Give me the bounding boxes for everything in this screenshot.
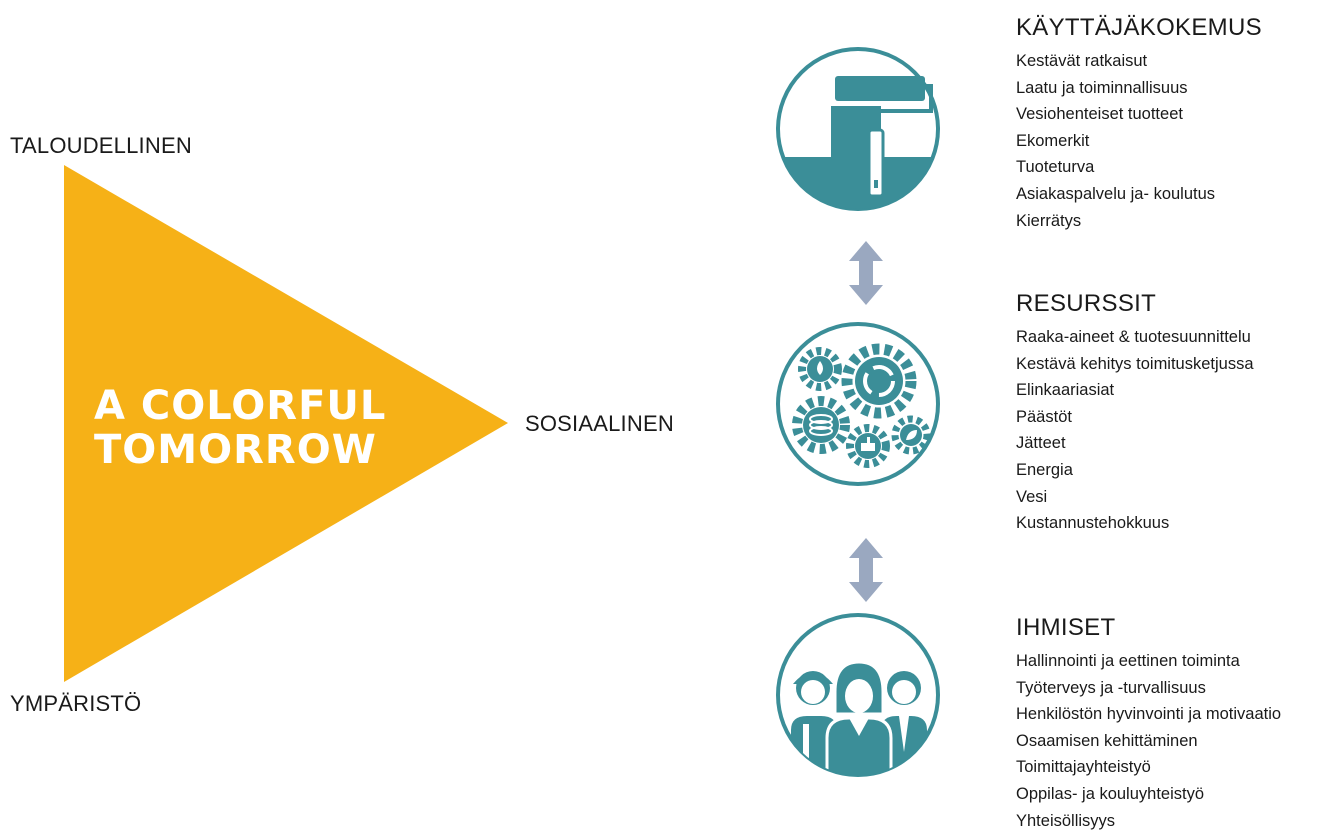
list-item: Henkilöstön hyvinvointi ja motivaatio	[1016, 705, 1282, 724]
list-item: Jätteet	[1016, 434, 1066, 453]
list-item: Elinkaariasiat	[1016, 381, 1115, 400]
list-item: Päästöt	[1016, 407, 1072, 426]
list-item: Kustannustehokkuus	[1016, 514, 1170, 533]
section-title: IHMISET	[1016, 614, 1116, 641]
sustainability-triangle	[64, 165, 508, 682]
triangle-shape	[64, 165, 508, 682]
section-title: RESURSSIT	[1016, 290, 1157, 317]
list-item: Ekomerkit	[1016, 131, 1090, 150]
list-item: Vesiohenteiset tuotteet	[1016, 105, 1183, 124]
corner-label-top: TALOUDELLINEN	[10, 133, 192, 158]
list-item: Tuoteturva	[1016, 158, 1095, 177]
section-ihmiset: IHMISET Hallinnointi ja eettinen toimint…	[1016, 614, 1281, 834]
section-kayttajakokemus: KÄYTTÄJÄKOKEMUS Kestävät ratkaisut Laatu…	[1016, 14, 1262, 234]
list-item: Yhteisöllisyys	[1016, 811, 1116, 830]
section-list: Raaka-aineet & tuotesuunnittelu Kestävä …	[1016, 324, 1254, 537]
list-item: Kierrätys	[1016, 211, 1082, 230]
slogan: A COLORFUL TOMORROW	[94, 384, 414, 472]
slogan-line-1: A COLORFUL	[94, 383, 387, 429]
double-arrow-icon	[849, 241, 883, 305]
people-icon	[776, 613, 940, 777]
list-item: Asiakaspalvelu ja- koulutus	[1016, 184, 1216, 203]
list-item: Hallinnointi ja eettinen toiminta	[1016, 652, 1240, 670]
list-item: Kestävä kehitys toimitusketjussa	[1016, 354, 1254, 373]
section-list: Kestävät ratkaisut Laatu ja toiminnallis…	[1016, 48, 1262, 234]
paint-roller-icon	[776, 47, 940, 211]
list-item: Osaamisen kehittäminen	[1016, 731, 1198, 750]
list-item: Laatu ja toiminnallisuus	[1016, 78, 1188, 97]
list-item: Oppilas- ja kouluyhteistyö	[1016, 784, 1205, 803]
list-item: Kestävät ratkaisut	[1016, 52, 1148, 70]
corner-label-bottom: YMPÄRISTÖ	[10, 691, 142, 716]
double-arrow-icon	[849, 538, 883, 602]
list-item: Vesi	[1016, 487, 1048, 506]
section-resurssit: RESURSSIT Raaka-aineet & tuotesuunnittel…	[1016, 290, 1254, 537]
list-item: Energia	[1016, 460, 1073, 479]
list-item: Työterveys ja -turvallisuus	[1016, 678, 1206, 697]
gears-icon	[776, 322, 940, 486]
slogan-line-2: TOMORROW	[94, 427, 377, 473]
corner-label-right: SOSIAALINEN	[525, 411, 674, 436]
section-title: KÄYTTÄJÄKOKEMUS	[1016, 14, 1262, 41]
list-item: Raaka-aineet & tuotesuunnittelu	[1016, 328, 1251, 346]
list-item: Toimittajayhteistyö	[1016, 758, 1151, 777]
section-list: Hallinnointi ja eettinen toiminta Työter…	[1016, 648, 1281, 834]
